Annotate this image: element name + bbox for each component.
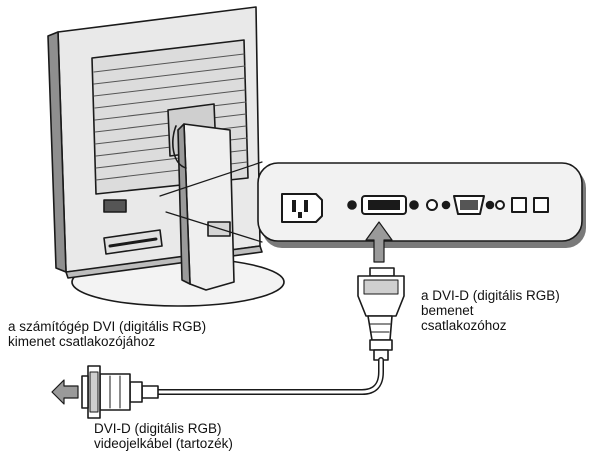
dvi-cable	[155, 357, 384, 395]
to-computer-arrow	[51, 379, 79, 405]
dvi-plug-computer-side	[81, 365, 159, 419]
usb-port-1	[511, 197, 527, 213]
cable-label: DVI-D (digitális RGB) videojelkábel (tar…	[94, 421, 233, 451]
dvi-d-input-port	[347, 195, 419, 215]
connector-panel-callout	[159, 161, 586, 248]
dvi-plug-monitor-side	[357, 267, 405, 361]
power-switch	[103, 199, 127, 213]
connector-panel	[257, 162, 583, 242]
input-connector-label-line2: bemenet	[421, 303, 474, 318]
input-connector-label: a DVI-D (digitális RGB) bemenet csatlako…	[421, 288, 560, 333]
ac-power-inlet	[281, 193, 323, 223]
input-connector-label-line1: a DVI-D (digitális RGB)	[421, 288, 560, 303]
insert-arrow	[365, 221, 393, 263]
round-port-2	[495, 200, 505, 210]
cable-label-line2: videojelkábel (tartozék)	[94, 436, 233, 451]
usb-port-2	[533, 197, 549, 213]
monitor-illustration	[47, 6, 285, 307]
computer-output-label-line1: a számítógép DVI (digitális RGB)	[8, 319, 207, 334]
round-port	[426, 199, 438, 211]
cable-label-line1: DVI-D (digitális RGB)	[94, 421, 222, 436]
computer-output-label-line2: kimenet csatlakozójához	[8, 334, 156, 349]
hd15-input-port	[441, 195, 495, 215]
stand-arm	[183, 123, 235, 291]
computer-output-label: a számítógép DVI (digitális RGB) kimenet…	[8, 319, 206, 349]
input-connector-label-line3: csatlakozóhoz	[421, 318, 507, 333]
